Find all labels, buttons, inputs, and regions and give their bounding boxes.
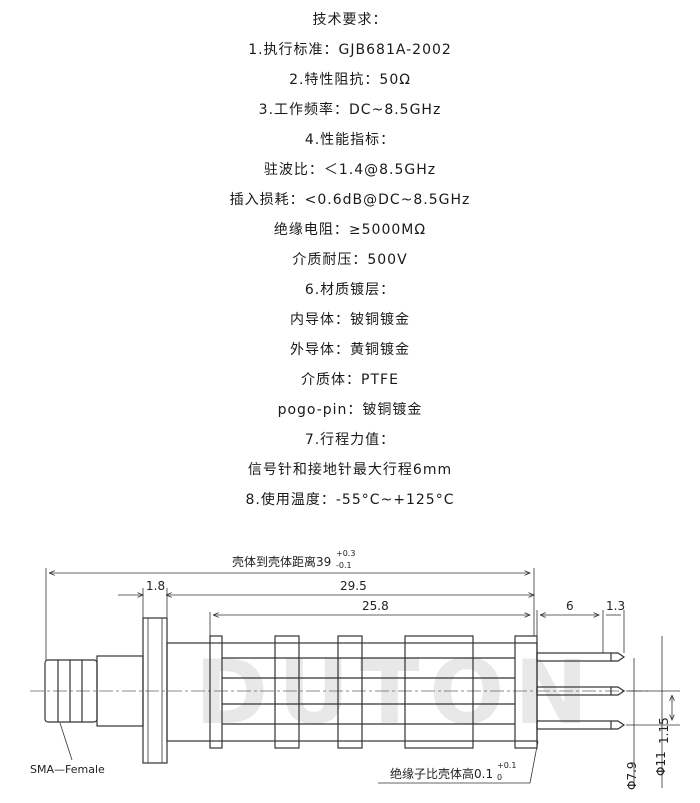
spec-line: 6.材质镀层： [304, 282, 396, 298]
dim-inner-label: 25.8 [362, 599, 389, 613]
flange [142, 617, 168, 764]
spec-line: pogo-pin：铍铜镀金 [277, 402, 423, 418]
spec-line: 外导体：黄铜镀金 [290, 342, 410, 358]
pogo-pins [536, 652, 626, 730]
dim-pitch-label: 1.15 [657, 717, 671, 744]
spec-line: 1.执行标准：GJB681A-2002 [248, 42, 452, 58]
spec-line: 4.性能指标： [304, 132, 396, 148]
dim-dia-small-label: Φ7.9 [625, 761, 639, 790]
dim-total-label: 壳体到壳体距离39 [232, 554, 331, 569]
spec-line: 3.工作频率：DC~8.5GHz [258, 102, 442, 118]
spec-line: 插入损耗：<0.6dB@DC~8.5GHz [229, 192, 471, 208]
dim-total-tol-lower: -0.1 [336, 561, 352, 570]
dim-dia-small-value: 7.9 [625, 761, 639, 780]
spec-line: 内导体：铍铜镀金 [290, 312, 410, 328]
spec-line: 信号针和接地针最大行程6mm [247, 462, 453, 478]
dim-dia-large-label: Φ11 [654, 751, 668, 776]
connector-body [166, 635, 538, 749]
spec-line: 8.使用温度：-55°C~+125°C [245, 492, 455, 508]
insulator-label: 绝缘子比壳体高0.1 [390, 766, 493, 781]
technical-drawing: DUTON [0, 518, 700, 799]
sma-female-label: SMA—Female [30, 763, 105, 776]
insulator-tol-lower: 0 [497, 773, 502, 782]
dim-dia-large-value: 11 [654, 751, 668, 766]
sma-leader [59, 722, 73, 761]
flange-inner [147, 617, 163, 764]
spec-line: 驻波比：＜1.4@8.5GHz [263, 162, 437, 178]
dim-body-label: 29.5 [340, 579, 367, 593]
spec-line: 7.行程力值： [304, 432, 396, 448]
dim-stroke-label: 6 [566, 599, 574, 613]
spec-line: 介质体：PTFE [301, 372, 399, 388]
insulator-tol-upper: +0.1 [497, 761, 516, 770]
spec-line: 2.特性阻抗：50Ω [289, 72, 411, 88]
dim-tip-label: 1.3 [606, 599, 625, 613]
spec-line: 介质耐压：500V [292, 252, 408, 268]
dim-flange-label: 1.8 [146, 579, 165, 593]
dim-total-tol-upper: +0.3 [336, 549, 355, 558]
spec-line: 绝缘电阻：≥5000MΩ [273, 222, 427, 238]
drawing-svg: DUTON [30, 549, 680, 790]
spec-title: 技术要求： [312, 12, 388, 28]
